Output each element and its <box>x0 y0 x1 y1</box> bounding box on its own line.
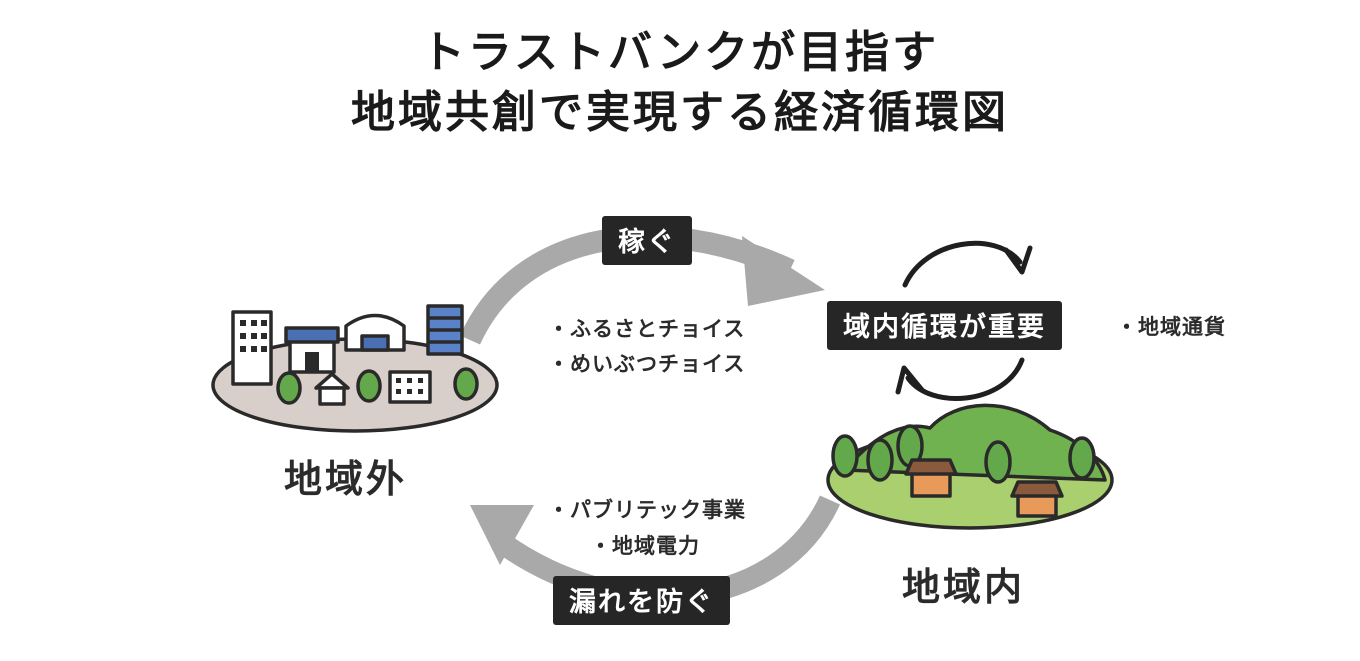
earn-arrow <box>459 225 825 345</box>
diagram-title-line2: 地域共創で実現する経済循環図 <box>351 87 1009 138</box>
earn-label: 稼ぐ <box>602 216 692 265</box>
inside-region-label: 地域内 <box>902 565 1026 609</box>
outside-region-label: 地域外 <box>284 457 408 501</box>
internal-item-local-currency: ・地域通貨 <box>1116 315 1226 339</box>
earn-item-furusato-choice: ・ふるさとチョイス <box>548 317 746 341</box>
outside-region-illustration <box>211 304 499 433</box>
internal-cycle-arrows <box>895 240 1033 401</box>
diagram-title-line1: トラストバンクが目指す <box>420 27 940 78</box>
earn-item-meibutsu-choice: ・めいぶつチョイス <box>548 352 746 376</box>
leak-item-publitech: ・パブリテック事業 <box>548 498 746 522</box>
inside-region-illustration <box>826 403 1114 530</box>
prevent-leak-label: 漏れを防ぐ <box>553 576 730 625</box>
internal-circulation-label: 域内循環が重要 <box>827 301 1062 350</box>
leak-item-local-power: ・地域電力 <box>590 534 700 558</box>
